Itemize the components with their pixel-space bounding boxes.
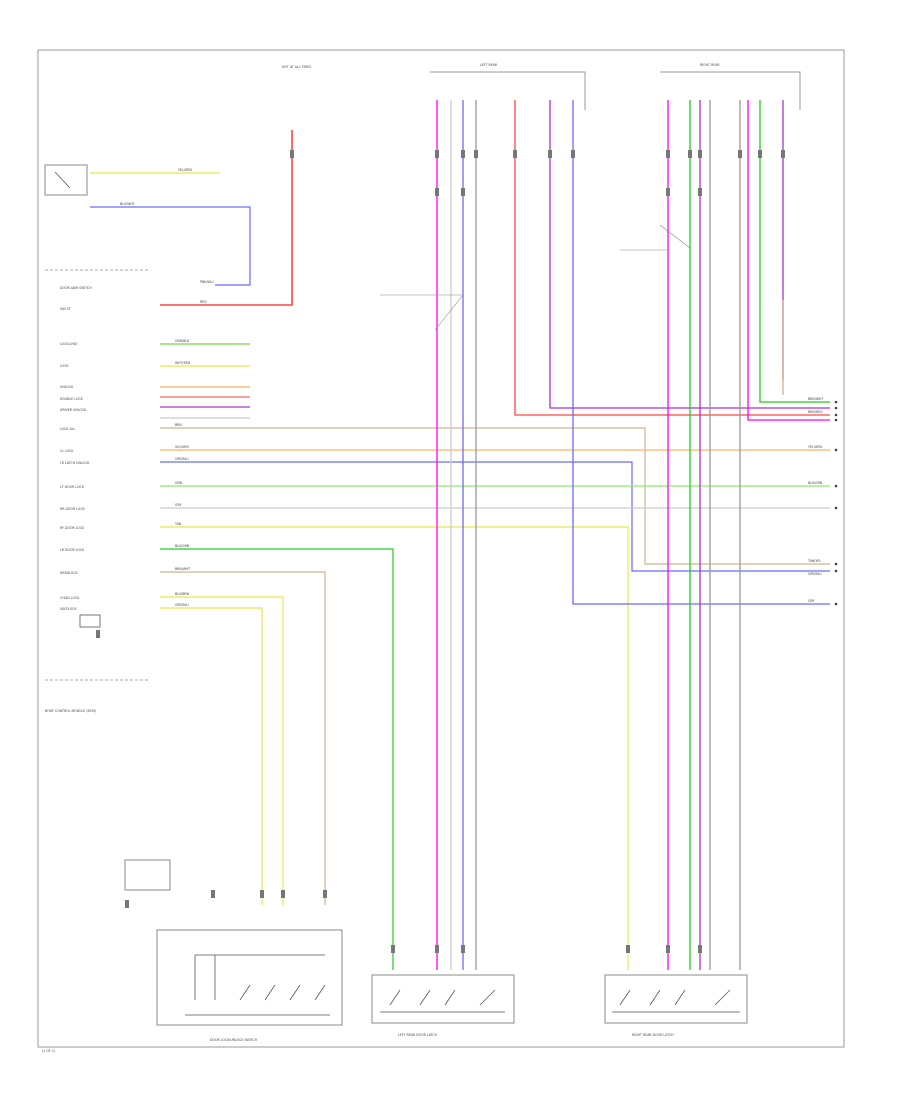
right-edge-terminals xyxy=(834,400,838,606)
diagram-frame xyxy=(37,49,845,1048)
wire-tag: GRY/BLU xyxy=(175,603,189,607)
wire-tag: BRN/WHT xyxy=(175,567,190,571)
bcm-pin: LOCK(LHD) xyxy=(60,342,78,346)
bcm-ground-block xyxy=(79,614,101,628)
bcm-pin: DEADLOCK xyxy=(60,571,78,575)
right-rear-vertical-wires xyxy=(667,100,830,970)
right-rear-latch-label: RIGHT REAR DOOR LATCH xyxy=(632,1033,674,1037)
left-rear-door-header: LEFT REAR xyxy=(480,63,498,67)
bcm-pin: SAFELOCK xyxy=(60,607,78,611)
wire-tag: TAN xyxy=(174,522,182,526)
door-lock-switch-label: DOOR LOCK/UNLOCK SWITCH xyxy=(210,1038,258,1042)
wire-tag: WHT/RED xyxy=(175,361,191,365)
right-rear-door-header: RIGHT REAR xyxy=(700,63,720,67)
wire-tag: RED xyxy=(200,300,207,304)
connector-pins xyxy=(96,150,785,953)
right-tag: BLK/GRN xyxy=(808,481,823,485)
left-rear-latch-box xyxy=(371,974,515,1024)
bcm-pin: LOCK xyxy=(60,364,69,368)
right-rear-door-bracket xyxy=(660,71,801,110)
left-rear-latch-label: LEFT REAR DOOR LATCH xyxy=(398,1033,438,1037)
bcm-label: BODY CONTROL MODULE (BCM) xyxy=(45,709,96,713)
wire-tag: VIO/GRN xyxy=(175,445,189,449)
right-rear-latch-box xyxy=(604,974,748,1024)
left-rear-door-bracket xyxy=(430,71,586,110)
bcm-pin: DRIVER UNLOCK xyxy=(60,408,87,412)
bcm-pin: CL LOCK xyxy=(60,449,74,453)
wire-tag: GRN/BLK xyxy=(175,339,190,343)
right-tag: TAN/YEL xyxy=(807,559,821,563)
wire-tag: BLK/GRN xyxy=(175,544,190,548)
bcm-pin: CHILD LOCK xyxy=(60,596,80,600)
page-footer: (1 OF 2) xyxy=(42,1049,55,1053)
bcm-pin: LOCK ALL xyxy=(60,427,75,431)
bcm-pin: DOOR AJAR SWITCH xyxy=(60,286,92,290)
wire-tag: GRY xyxy=(175,503,181,507)
switch-box-top-left xyxy=(44,164,88,196)
right-rear-latch-contacts xyxy=(612,989,740,1013)
door-lock-switch-box xyxy=(156,929,343,1026)
wire-tag: GRY/BLU xyxy=(175,457,189,461)
door-lock-switch-contacts xyxy=(185,954,330,1016)
callout-leaders xyxy=(380,224,691,331)
bcm-pin: IGN ST xyxy=(60,307,71,311)
wire-tag: YEL/GRN xyxy=(178,168,192,172)
wire-tag: BLU/WHT xyxy=(120,202,135,206)
hot-at-all-times-label: HOT AT ALL TIMES xyxy=(282,65,311,69)
right-tag: YEL/GRN xyxy=(808,445,822,449)
horizontal-wires xyxy=(90,130,830,970)
bcm-pin-labels: DOOR AJAR SWITCH IGN ST LOCK(LHD) LOCK U… xyxy=(60,286,92,611)
bcm-pin: LF DOOR LOCK xyxy=(60,485,85,489)
wire-tag: PNK/BLU xyxy=(200,280,214,284)
wire-tags: YEL/GRN BLU/WHT RED PNK/BLU GRN/BLK WHT/… xyxy=(120,168,214,607)
bcm-pin: UNLOCK xyxy=(60,385,74,389)
bcm-pin: DOUBLE LOCK xyxy=(60,397,84,401)
wire-tag: GRN xyxy=(175,481,183,485)
left-rear-vertical-wires xyxy=(436,100,830,970)
left-rear-latch-contacts xyxy=(380,989,505,1013)
bcm-pin: LR LATCH UNLOCK xyxy=(60,461,90,465)
right-edge-tags: BRN/WHT YEL/GRN BLK/GRN TAN/YEL GRY/BLU … xyxy=(807,397,823,603)
right-tag: GRY xyxy=(808,599,814,603)
right-tag: BRN/RED xyxy=(808,410,823,414)
bcm-pin: LR DOOR LOCK xyxy=(60,548,85,552)
relay-bracket xyxy=(124,859,171,891)
right-tag: GRY/BLU xyxy=(808,572,822,576)
wire-tag: BRN xyxy=(175,423,182,427)
right-tag: BRN/WHT xyxy=(808,397,823,401)
bcm-pin: RF DOOR LOCK xyxy=(60,526,85,530)
bcm-pin: RR DOOR LOCK xyxy=(60,507,86,511)
wire-tag: BLU/BRN xyxy=(175,592,190,596)
